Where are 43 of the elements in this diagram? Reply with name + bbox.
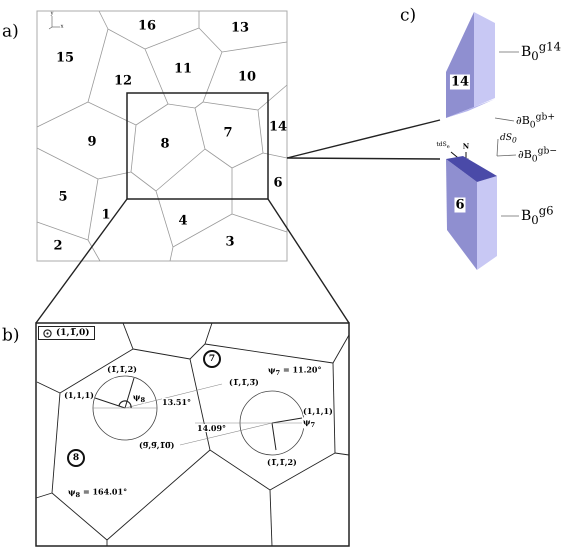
miller-index: (1̅,1̅,2) <box>267 458 297 466</box>
grain-number: 12 <box>114 74 132 88</box>
boundary-face <box>446 99 495 118</box>
grain-number: 15 <box>56 52 74 64</box>
grain-number: 14 <box>268 120 288 134</box>
boundary-face <box>446 156 497 182</box>
grain-number: 6 <box>273 176 283 190</box>
angle-label: 13.51° <box>162 398 192 406</box>
grain-number: 8 <box>160 138 170 150</box>
panel-label: b) <box>2 328 20 344</box>
miller-index: (9̅,9̅,1̅0̅) <box>139 441 174 449</box>
leader-line <box>494 118 514 122</box>
panel-label: c) <box>400 8 416 24</box>
angle-label: ψ$_{7}$ = 11.20° <box>268 365 322 377</box>
miller-index: (1,1,1) <box>64 391 94 399</box>
grain-number: 13 <box>230 22 250 34</box>
grain-number: 9 <box>87 136 97 148</box>
direction-legend-box <box>38 326 95 340</box>
grain-number: 7 <box>223 126 233 140</box>
miller-index: (1,1,1) <box>303 407 333 415</box>
circled-grain-number: 7 <box>203 350 221 368</box>
grain-number: 3 <box>225 236 235 248</box>
panel-label: a) <box>2 24 19 40</box>
direction-label: (1,1̅,0) <box>56 328 90 338</box>
grain-number: 5 <box>58 190 68 204</box>
angle-label: ψ$_{8}$ <box>132 392 146 404</box>
angle-label: ψ$_{7}$ <box>303 417 316 429</box>
angle-label: 14.09° <box>197 424 226 432</box>
miller-index: (1̅,1̅,3̅) <box>229 378 259 386</box>
miller-index: (1̅,1̅,2) <box>107 365 137 373</box>
grain-number: 1 <box>101 208 111 222</box>
leader-line <box>496 138 498 156</box>
symbol-label: dS$_{0}$ <box>500 134 517 144</box>
grain-number: 6 <box>454 198 466 212</box>
grain-number: 4 <box>178 214 188 228</box>
grain-number: 10 <box>238 70 256 84</box>
grain-number: 11 <box>174 62 192 76</box>
grain-number: 14 <box>450 74 470 90</box>
grain-number: 16 <box>138 20 156 32</box>
circled-grain-number: 8 <box>67 449 85 467</box>
grain-number: 2 <box>53 240 63 252</box>
leader-line <box>496 154 516 156</box>
angle-label: ψ$_{8}$ = 164.01° <box>68 487 128 499</box>
